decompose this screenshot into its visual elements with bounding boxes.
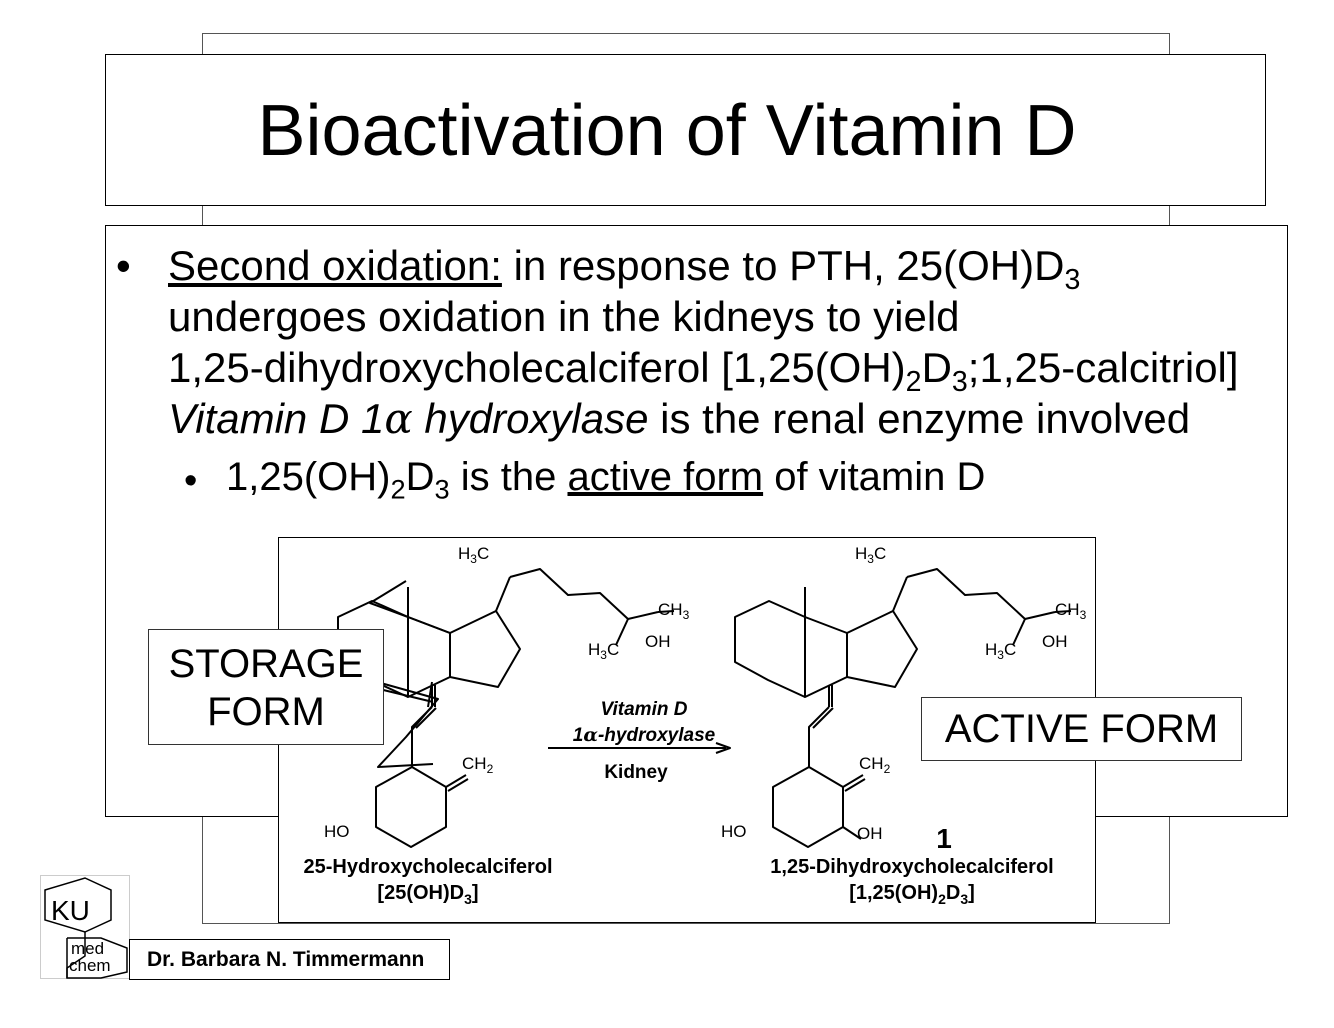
bullet-sub-line: 1,25(OH)2D3 is the active form of vitami… — [226, 455, 986, 505]
author-credit: Dr. Barbara N. Timmermann — [129, 939, 450, 980]
arrow-label-vitamin-d: Vitamin D — [601, 699, 688, 720]
bullet-marker-sub: • — [184, 460, 198, 502]
left-molecule-structure — [337, 568, 675, 848]
right-c1-oh-label: OH — [857, 824, 883, 843]
bullet-main-line-2: undergoes oxidation in the kidneys to yi… — [168, 293, 960, 340]
right-h3c-label: H3C — [855, 544, 886, 566]
right-h3c-label-2: H3C — [985, 640, 1016, 662]
left-h3c-label-2: H3C — [588, 640, 619, 662]
right-ch2-label: CH2 — [859, 754, 891, 776]
left-ch3-label: CH3 — [658, 600, 690, 622]
left-ch2-label: CH2 — [462, 754, 494, 776]
left-h3c-label: H3C — [458, 544, 489, 566]
right-compound-formula: [1,25(OH)2D3] — [849, 882, 975, 907]
left-ho-label: HO — [324, 822, 350, 841]
arrow-label-kidney: Kidney — [604, 762, 668, 783]
svg-text:med: med — [71, 939, 104, 958]
active-form-underlined: active form — [567, 455, 764, 499]
logo-mark: KU med chem — [44, 877, 128, 979]
right-compound-name: 1,25-Dihydroxycholecalciferol — [770, 856, 1053, 878]
svg-text:KU: KU — [51, 895, 90, 926]
right-ch3-label: CH3 — [1055, 600, 1087, 622]
active-form-label: ACTIVE FORM — [921, 697, 1242, 761]
bullet-main-line-1: Second oxidation: in response to PTH, 25… — [168, 242, 1081, 297]
right-molecule-structure — [734, 568, 1072, 848]
compound-number: 1 — [936, 823, 952, 854]
second-oxidation-label: Second oxidation: — [168, 242, 502, 289]
right-oh-label: OH — [1042, 632, 1068, 651]
reaction-scheme: H3C CH3 H3C OH CH2 HO H3C CH3 H3C OH CH2… — [304, 544, 1087, 907]
ku-medchem-logo: KU med chem — [40, 875, 130, 979]
svg-text:chem: chem — [69, 956, 111, 975]
title-box — [105, 54, 1266, 206]
left-compound-name: 25-Hydroxycholecalciferol — [304, 856, 553, 878]
bullet-main-line-4: Vitamin D 1α hydroxylase is the renal en… — [168, 394, 1191, 443]
left-compound-formula: [25(OH)D3] — [377, 882, 478, 907]
bullet-marker-main: • — [116, 242, 131, 289]
left-oh-label: OH — [645, 632, 671, 651]
bullet-main-line-3: 1,25-dihydroxycholecalciferol [1,25(OH)2… — [168, 344, 1239, 399]
storage-form-label: STORAGE FORM — [148, 629, 384, 745]
slide-title: Bioactivation of Vitamin D — [257, 91, 1077, 171]
right-ho-label: HO — [721, 822, 747, 841]
enzyme-name: Vitamin D 1α hydroxylase — [168, 394, 649, 443]
arrow-label-hydroxylase: 1α-hydroxylase — [573, 724, 716, 746]
